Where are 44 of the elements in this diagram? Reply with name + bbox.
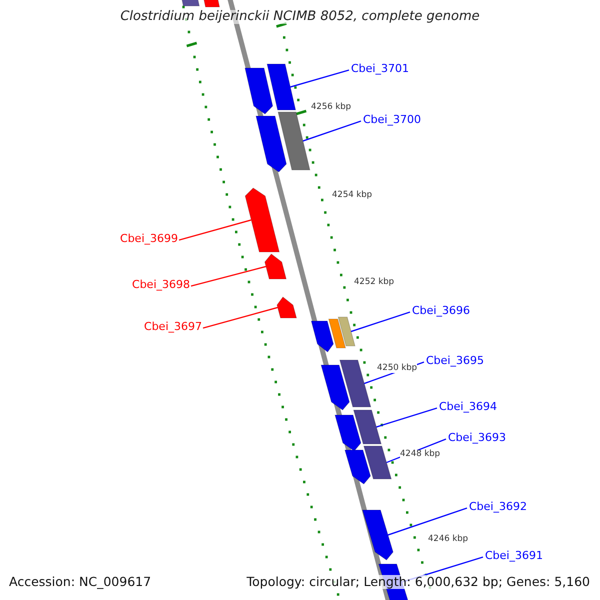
gene-label: Cbei_3693 — [448, 432, 506, 444]
gene-symbol — [339, 360, 372, 408]
gene-label: Cbei_3699 — [120, 233, 178, 246]
gene-symbol — [328, 318, 346, 348]
scale-label: 4256 kbp — [311, 103, 352, 112]
genome-info-text: Topology: circular; Length: 6,000,632 bp; Genes: 5,160 — [246, 575, 590, 589]
leader-line — [388, 507, 468, 536]
accession-text: Accession: NC_009617 — [9, 575, 152, 589]
gene-symbol — [256, 116, 287, 172]
scale-label: 4248 kbp — [400, 450, 440, 460]
leader-line — [376, 407, 438, 428]
gene-label: Cbei_3695 — [426, 355, 484, 368]
gene-symbol — [362, 510, 394, 560]
scale-label: 4250 kbp — [377, 364, 418, 374]
gene-symbol — [363, 446, 392, 480]
gene-symbol — [202, 0, 220, 8]
gene-label: Cbei_3696 — [412, 305, 470, 318]
gene-symbol — [353, 410, 382, 444]
gene-label: Cbei_3697 — [144, 321, 202, 334]
gene-symbol — [180, 0, 200, 6]
scale-label: 4246 kbp — [428, 535, 468, 544]
gene-symbol — [244, 188, 280, 252]
leader-line — [202, 306, 278, 329]
gene-symbol — [276, 296, 297, 318]
leader-line — [190, 266, 266, 287]
gene-label: Cbei_3691 — [485, 550, 543, 562]
gene-label: Cbei_3700 — [363, 114, 421, 126]
gene-symbol — [266, 64, 296, 110]
gene-symbol — [320, 364, 350, 410]
gene-symbol — [264, 254, 287, 280]
gene-symbol — [244, 68, 274, 114]
scale-label: 4252 kbp — [354, 278, 394, 288]
gene-symbol — [278, 112, 310, 170]
gene-label: Cbei_3694 — [439, 401, 497, 414]
gene-symbol — [334, 414, 362, 452]
scale-label: 4254 kbp — [332, 191, 372, 200]
gene-label: Cbei_3698 — [132, 279, 190, 292]
gene-label: Cbei_3701 — [351, 63, 409, 76]
gene-label: Cbei_3692 — [469, 501, 527, 514]
leader-line — [290, 69, 350, 88]
leader-line — [178, 219, 252, 241]
gene-symbol — [344, 450, 371, 484]
gene-symbol — [338, 316, 356, 346]
gene-symbol — [310, 320, 334, 352]
